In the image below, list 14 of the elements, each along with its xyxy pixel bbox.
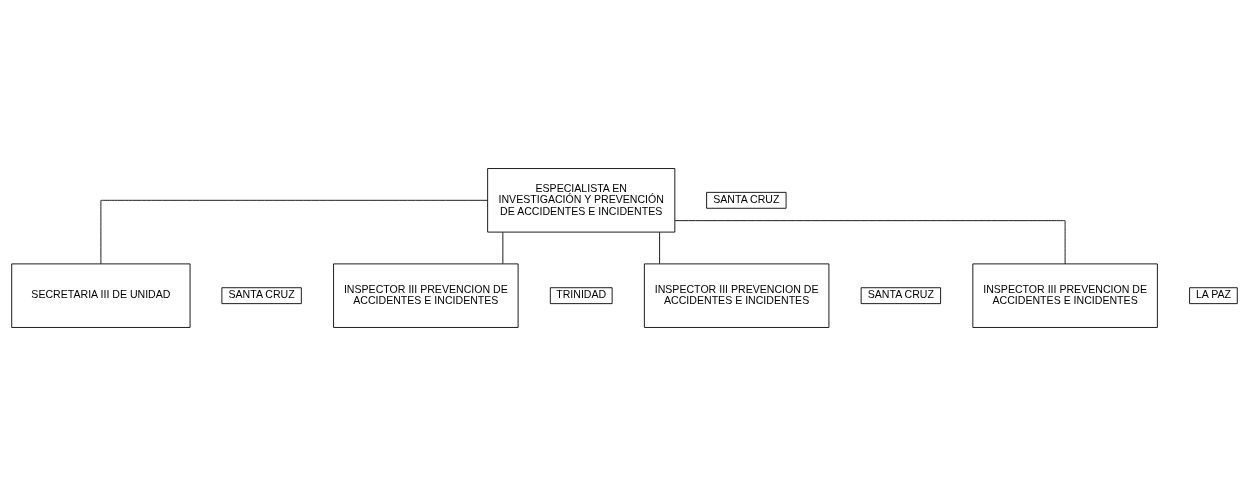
connector [674,220,1066,265]
node-box: SANTA CRUZ [221,287,302,305]
node-box: SANTA CRUZ [860,287,942,305]
connector [502,231,504,264]
node-box: LA PAZ [1189,287,1238,305]
node-box: INSPECTOR III PREVENCION DE ACCIDENTES E INCIDENTES [972,263,1158,328]
node-box: INSPECTOR III PREVENCION DE ACCIDENTES E INCIDENTES [333,263,519,328]
node-box: SANTA CRUZ [706,191,787,209]
node-box: INSPECTOR III PREVENCION DE ACCIDENTES E INCIDENTES [643,263,830,328]
node-box: TRINIDAD [549,287,613,305]
connector [100,199,488,265]
node-box: SECRETARIA III DE UNIDAD [11,263,191,328]
connector [659,231,661,264]
node-box: ESPECIALISTA EN INVESTIGACIÓN Y PREVENCIÓN DE ACCIDENTES E INCIDENTES [487,168,676,233]
